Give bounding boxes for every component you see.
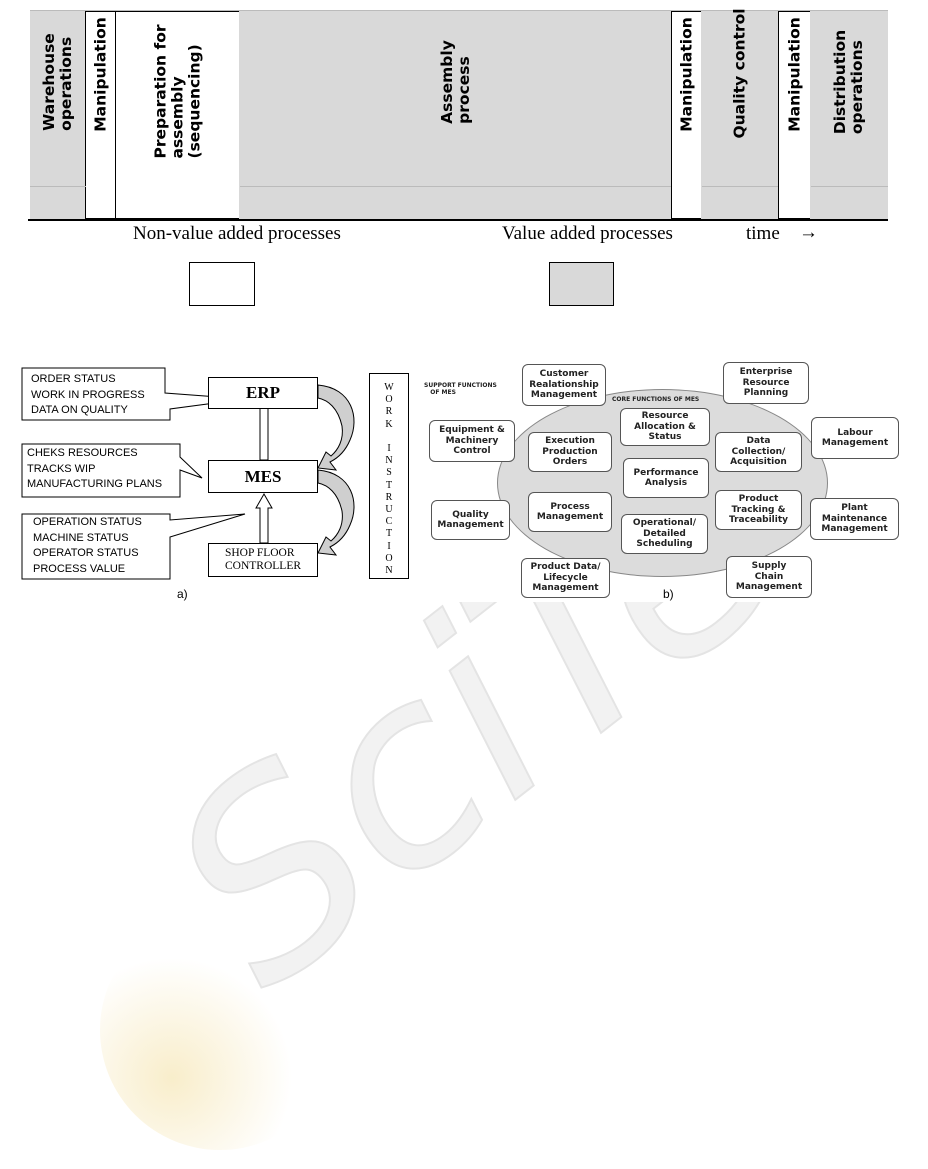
column-label: Distribution operations [831, 29, 866, 135]
column-assembly-process: Assembly process [239, 11, 672, 219]
mes-box: MES [208, 460, 318, 493]
support-product-data-lifecycle-management: Product Data/ Lifecycle Management [521, 558, 610, 598]
column-distribution-operations: Distribution operations [810, 11, 888, 219]
column-manipulation-1: Manipulation [85, 11, 116, 219]
core-data-collection-acquisition: Data Collection/ Acquisition [715, 432, 802, 472]
column-manipulation-2: Manipulation [671, 11, 702, 219]
core-resource-allocation-status: Resource Allocation & Status [620, 408, 710, 446]
support-customer-relationship-management: Customer Realationship Management [522, 364, 606, 406]
column-label: Manipulation [677, 17, 695, 132]
support-plant-maintenance-management: Plant Maintenance Management [810, 498, 899, 540]
chart-top-border [30, 10, 888, 11]
core-execution-production-orders: Execution Production Orders [528, 432, 612, 472]
erp-box: ERP [208, 377, 318, 409]
support-equipment-machinery-control: Equipment & Machinery Control [429, 420, 515, 462]
column-label: Quality control [730, 8, 749, 139]
chart-strip-line-left [30, 186, 86, 187]
shop-floor-label: SHOP FLOOR CONTROLLER [224, 547, 302, 572]
column-label: Assembly process [437, 40, 473, 124]
legend-swatch-value-added [549, 262, 614, 306]
legend-time: time [746, 223, 780, 244]
work-instruction-label: W O R K I N S T R U C T I O N [384, 382, 394, 577]
chart-strip-line-right [811, 186, 888, 187]
core-functions-label: CORE FUNCTIONS OF MES [612, 396, 700, 403]
legend-swatch-non-value-added [189, 262, 255, 306]
support-labour-management: Labour Management [811, 417, 899, 459]
support-enterprise-resource-planning: Enterprise Resource Planning [723, 362, 809, 404]
column-label: Manipulation [91, 17, 109, 132]
work-instruction-box: W O R K I N S T R U C T I O N [369, 373, 409, 579]
callout-shop-floor-status: OPERATION STATUS MACHINE STATUS OPERATOR… [33, 516, 142, 575]
shop-floor-controller-box: SHOP FLOOR CONTROLLER [208, 543, 318, 577]
legend-non-value-added: Non-value added processes [133, 223, 341, 244]
diagram-a-connectors [21, 367, 355, 580]
column-preparation-for-assembly: Preparation for assembly (sequencing) [115, 11, 240, 219]
column-warehouse-operations: Warehouse operations [30, 11, 86, 219]
time-arrow-icon: → [799, 222, 818, 243]
support-supply-chain-management: Supply Chain Management [726, 556, 812, 598]
chart-strip-line-assembly [240, 186, 671, 187]
column-manipulation-3: Manipulation [778, 11, 811, 219]
erp-label: ERP [246, 383, 280, 402]
support-quality-management: Quality Management [431, 500, 510, 540]
caption-b: b) [663, 587, 674, 601]
legend-value-added: Value added processes [502, 223, 673, 244]
column-quality-control: Quality control [701, 8, 779, 219]
callout-mes-functions: CHEKS RESOURCES TRACKS WIP MANUFACTURING… [27, 447, 163, 490]
core-process-management: Process Management [528, 492, 612, 532]
core-operational-detailed-scheduling: Operational/ Detailed Scheduling [621, 514, 708, 554]
column-label: Preparation for assembly (sequencing) [151, 24, 203, 159]
support-functions-label: SUPPORT FUNCTIONS OF MES [424, 382, 497, 396]
time-axis-line [28, 219, 888, 221]
core-performance-analysis: Performance Analysis [623, 458, 709, 498]
column-label: Warehouse operations [40, 33, 75, 131]
mes-label: MES [244, 466, 282, 486]
column-label: Manipulation [785, 17, 803, 132]
chart-strip-line-qc [702, 186, 778, 187]
core-product-tracking-traceability: Product Tracking & Traceability [715, 490, 802, 530]
callout-erp-status: ORDER STATUS WORK IN PROGRESS DATA ON QU… [31, 373, 145, 416]
caption-a: a) [177, 587, 188, 601]
